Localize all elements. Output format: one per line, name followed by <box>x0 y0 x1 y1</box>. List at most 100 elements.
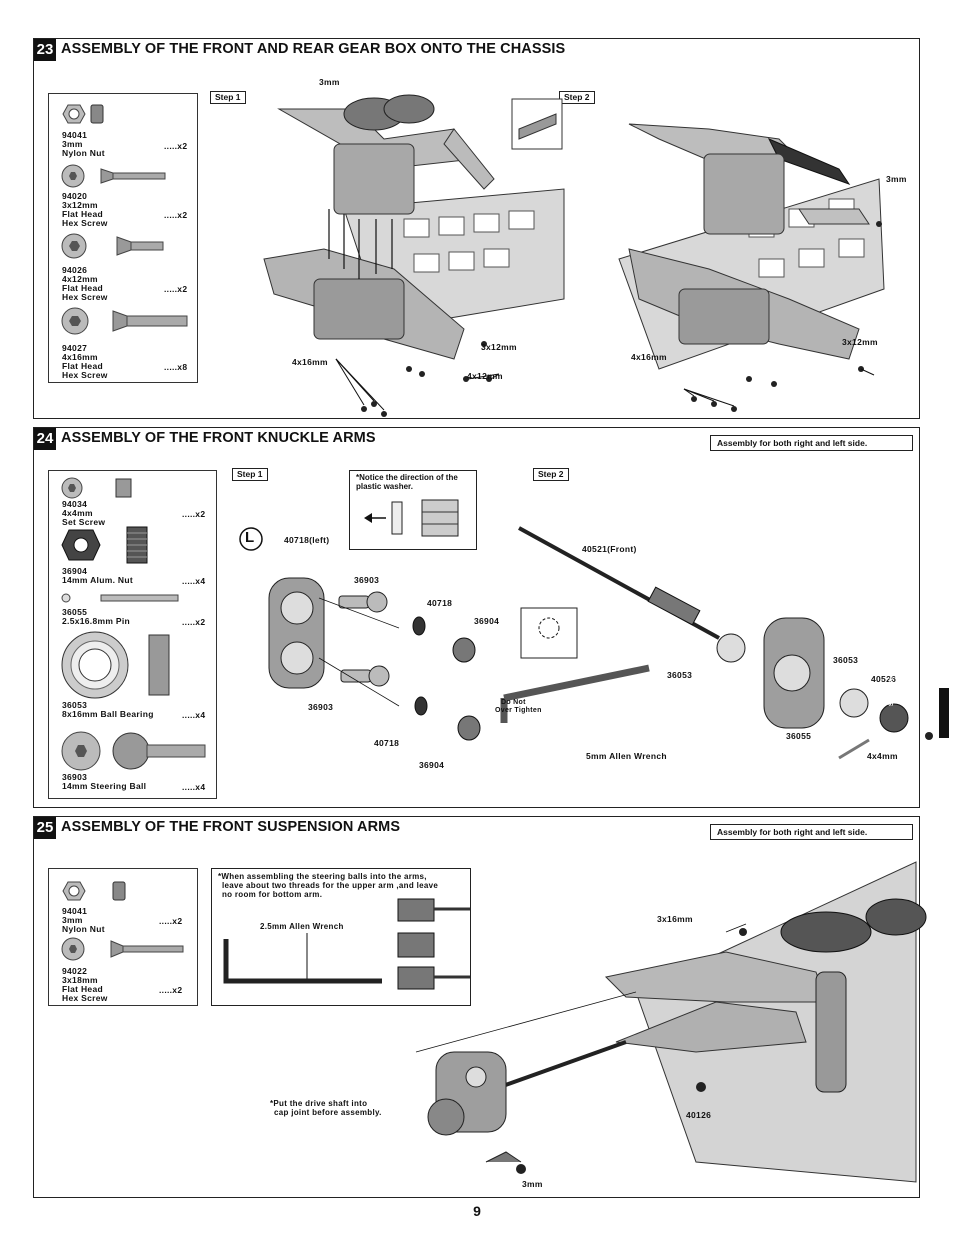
callout-label: 3x12mm <box>842 337 878 347</box>
assembly-note: Assembly for both right and left side. <box>710 435 913 451</box>
part-qty: .....x2 <box>159 985 183 995</box>
steering-ball-icon <box>61 731 206 771</box>
part-desc: Hex Screw <box>62 993 108 1003</box>
knuckle-step1-illustration <box>268 577 650 741</box>
part-code: 94034 <box>62 499 88 509</box>
parts-list: 94034 4x4mm Set Screw .....x2 36904 14mm… <box>48 470 217 799</box>
part-code: 94027 <box>62 343 88 353</box>
part-desc: 4x12mm <box>62 274 98 284</box>
part-desc: 8x16mm Ball Bearing <box>62 709 154 719</box>
parts-list: 94041 3mm Nylon Nut .....x2 94020 3x12mm… <box>48 93 198 383</box>
part-qty: .....x2 <box>182 509 206 519</box>
step-2-label: Step 2 <box>559 91 595 104</box>
part-desc: 14mm Alum. Nut <box>62 575 133 585</box>
part-desc: Flat Head <box>62 984 103 994</box>
callout-label: 3mm <box>886 174 907 184</box>
part-qty: .....x8 <box>164 362 188 372</box>
part-desc: Flat Head <box>62 283 103 293</box>
wrench-label: 5mm Allen Wrench <box>586 751 667 761</box>
section-25: 25 ASSEMBLY OF THE FRONT SUSPENSION ARMS… <box>33 816 927 1198</box>
washer-direction-icon <box>364 499 459 537</box>
part-qty: .....x4 <box>182 782 206 792</box>
screw-label: 3x16mm <box>657 914 693 924</box>
part-code: 36903 <box>62 772 88 782</box>
washer-label: 40718 <box>374 738 400 748</box>
part-label: 40126 <box>686 1110 712 1120</box>
bearing-label: 36053 <box>833 655 859 665</box>
part-desc: Flat Head <box>62 209 103 219</box>
callout-label: 4x16mm <box>631 352 667 362</box>
part-desc: Nylon Nut <box>62 924 105 934</box>
nut-label: 36904 <box>474 616 500 626</box>
part-desc: 3x18mm <box>62 975 98 985</box>
nylon-nut-icon <box>62 104 104 124</box>
flat-head-screw-icon <box>61 937 184 961</box>
hub-label: 40526 <box>871 674 897 684</box>
flat-head-screw-icon <box>61 307 188 335</box>
section-title: ASSEMBLY OF THE FRONT KNUCKLE ARMS <box>61 430 376 446</box>
over-tighten-label: Over Tighten <box>495 707 542 714</box>
ball-label: 36903 <box>308 702 334 712</box>
part-desc: Hex Screw <box>62 218 108 228</box>
nut-label: 36904 <box>419 760 445 770</box>
shaft-note: *Put the drive shaft into <box>270 1099 368 1108</box>
allen-wrench-icon <box>223 898 470 990</box>
part-code: 36904 <box>62 566 88 576</box>
part-qty: .....x4 <box>182 710 206 720</box>
assembly-note: Assembly for both right and left side. <box>710 824 913 840</box>
part-desc: Flat Head <box>62 361 103 371</box>
suspension-arms-illustration <box>415 861 927 1183</box>
part-code: 94026 <box>62 265 88 275</box>
flat-head-screw-icon <box>61 164 166 188</box>
part-desc: 3x12mm <box>62 200 98 210</box>
steering-ball-note: *When assembling the steering balls into… <box>211 868 471 1006</box>
knuckle-label: 40718(left) <box>284 535 330 545</box>
ball-bearing-icon <box>61 631 170 699</box>
page-number: 9 <box>473 1203 481 1219</box>
callout-label: 4x12mm <box>467 371 503 381</box>
part-code: 94020 <box>62 191 88 201</box>
washer-label: 40718 <box>427 598 453 608</box>
part-code: 94041 <box>62 906 88 916</box>
section-title: ASSEMBLY OF THE FRONT AND REAR GEAR BOX … <box>61 41 566 57</box>
part-qty: .....x2 <box>164 284 188 294</box>
part-desc: Hex Screw <box>62 292 108 302</box>
set-screw-icon <box>61 477 132 499</box>
washer-note-text: *Notice the direction of the plastic was… <box>356 473 458 491</box>
bearing-label: 36053 <box>667 670 693 680</box>
ball-label: 36903 <box>354 575 380 585</box>
part-code: 36055 <box>62 607 88 617</box>
section-number: 25 <box>34 817 56 839</box>
alum-nut-icon <box>61 526 148 564</box>
part-desc: Hex Screw <box>62 370 108 380</box>
part-desc: 4x16mm <box>62 352 98 362</box>
parts-list: 94041 3mm Nylon Nut .....x2 94022 3x18mm… <box>48 868 198 1006</box>
step-1-label: Step 1 <box>210 91 246 104</box>
wrench-label: 2.5mm Allen Wrench <box>260 922 344 931</box>
part-qty: .....x2 <box>182 617 206 627</box>
step-2-label: Step 2 <box>533 468 569 481</box>
note-line: leave about two threads for the upper ar… <box>222 881 439 890</box>
part-qty: .....x2 <box>164 141 188 151</box>
callout-label: 3x12mm <box>481 342 517 352</box>
knuckle-step2-illustration <box>518 526 949 760</box>
part-code: 36053 <box>62 700 88 710</box>
part-desc: 4x4mm <box>62 508 93 518</box>
set-screw-label: 4x4mm <box>867 751 898 761</box>
nylon-nut-icon <box>62 881 126 901</box>
step-1-label: Step 1 <box>232 468 268 481</box>
section-number: 23 <box>34 39 56 61</box>
drive-shaft-label: 40521(Front) <box>582 544 637 554</box>
callout-label: 4x16mm <box>292 357 328 367</box>
part-desc: 14mm Steering Ball <box>62 781 147 791</box>
callout-label: 3mm <box>319 77 340 87</box>
part-desc: Set Screw <box>62 517 106 527</box>
part-qty: .....x2 <box>164 210 188 220</box>
nut-label: 3mm <box>522 1179 543 1189</box>
note-line: *When assembling the steering balls into… <box>218 872 427 881</box>
section-24: 24 ASSEMBLY OF THE FRONT KNUCKLE ARMS As… <box>33 427 949 808</box>
part-desc: 3mm <box>62 915 83 925</box>
part-qty: .....x4 <box>182 576 206 586</box>
section-number: 24 <box>34 428 56 450</box>
pin-label: 36055 <box>786 731 812 741</box>
